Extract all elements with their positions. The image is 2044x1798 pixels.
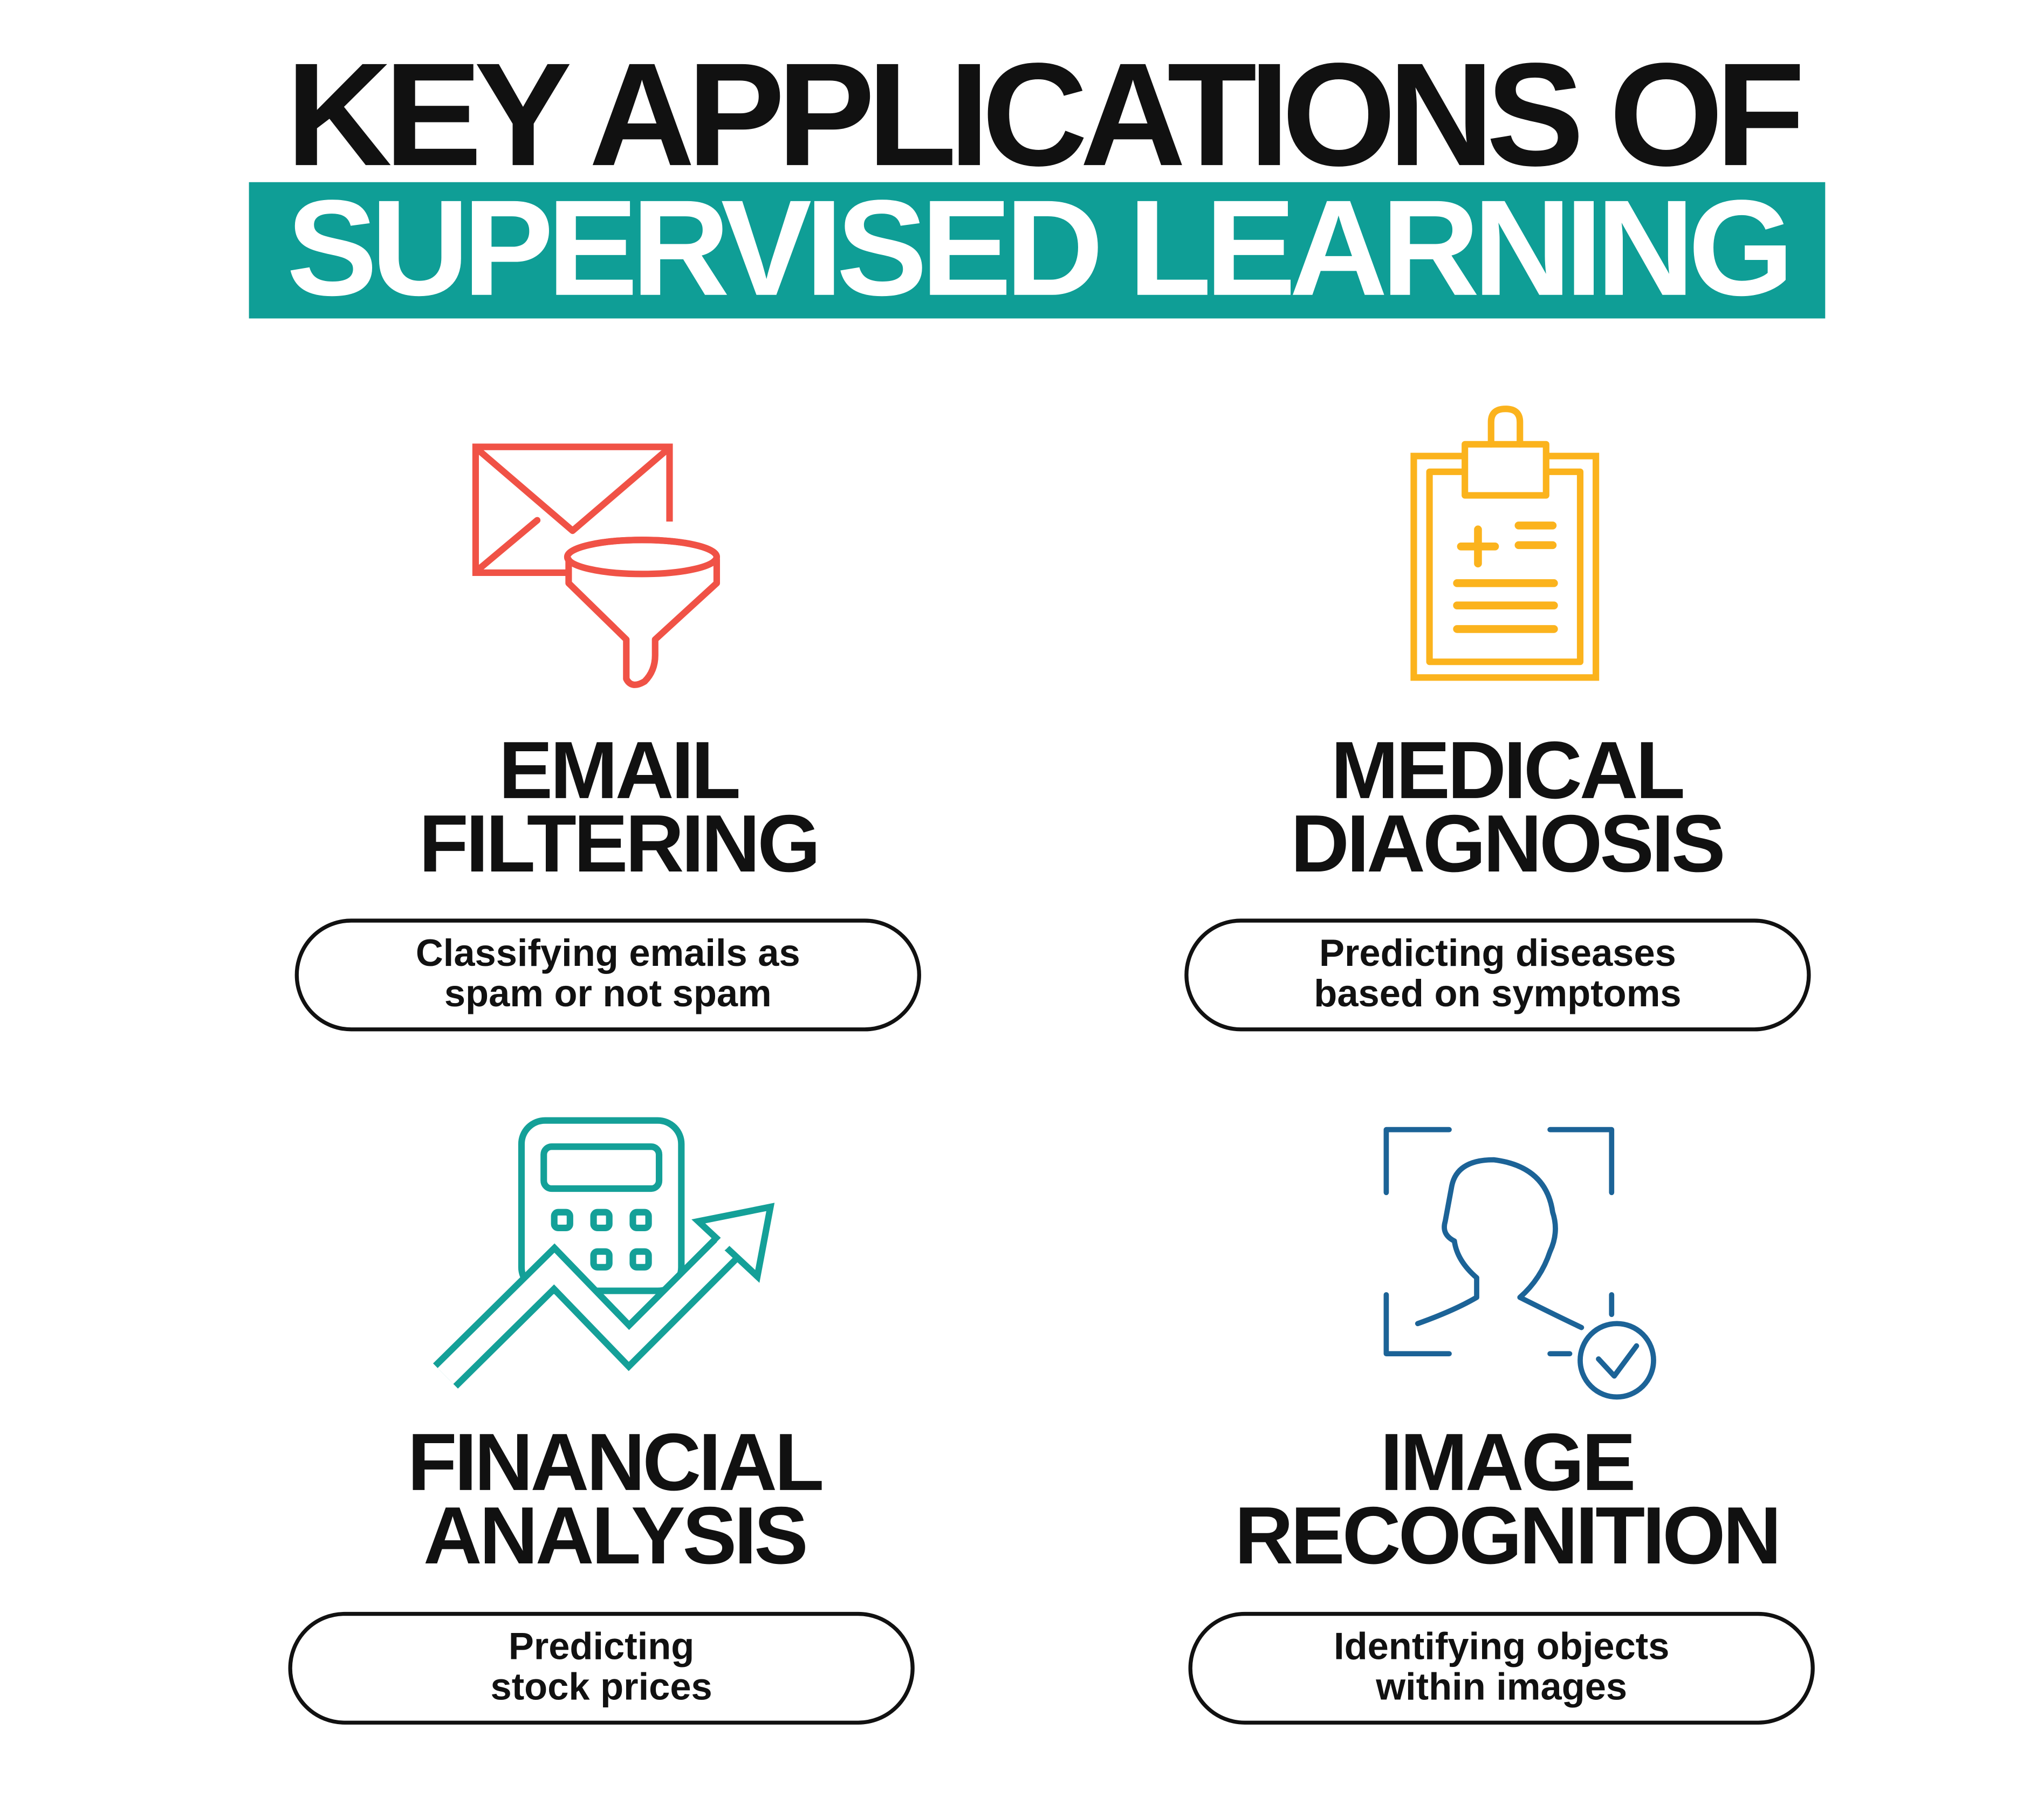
description-line: based on symptoms	[1314, 973, 1682, 1016]
heading-line: EMAIL	[498, 726, 741, 816]
heading-line: ANALYSIS	[423, 1491, 808, 1582]
heading-line: IMAGE	[1380, 1418, 1636, 1508]
title-line-1: KEY APPLICATIONS OF	[286, 32, 1805, 197]
description-line: stock prices	[490, 1666, 712, 1709]
heading-line: FINANCIAL	[407, 1418, 824, 1508]
title-line-2: SUPERVISED LEARNING	[286, 173, 1794, 325]
description-line: Identifying objects	[1334, 1626, 1670, 1669]
description-line: within images	[1376, 1666, 1628, 1709]
heading-line: DIAGNOSIS	[1291, 799, 1725, 890]
description-line: Predicting	[508, 1626, 695, 1669]
medical-clipboard-icon	[1410, 406, 1600, 681]
face-recognition-icon	[1383, 1127, 1656, 1400]
card-heading-email: EMAIL FILTERING	[291, 726, 946, 890]
description-line: Classifying emails as	[415, 933, 800, 975]
heading-line: MEDICAL	[1330, 726, 1685, 816]
title-band	[249, 182, 1826, 319]
description-line: Predicting diseases	[1319, 933, 1676, 975]
card-heading-financial: FINANCIAL ANALYSIS	[287, 1418, 942, 1582]
description-line: spam or not spam	[444, 973, 772, 1016]
email-funnel-icon	[472, 443, 721, 688]
calculator-growth-icon	[433, 1117, 775, 1389]
heading-line: RECOGNITION	[1234, 1491, 1781, 1582]
card-heading-medical: MEDICAL DIAGNOSIS	[1179, 726, 1835, 890]
heading-line: FILTERING	[419, 799, 821, 890]
card-heading-image: IMAGE RECOGNITION	[1179, 1418, 1835, 1582]
